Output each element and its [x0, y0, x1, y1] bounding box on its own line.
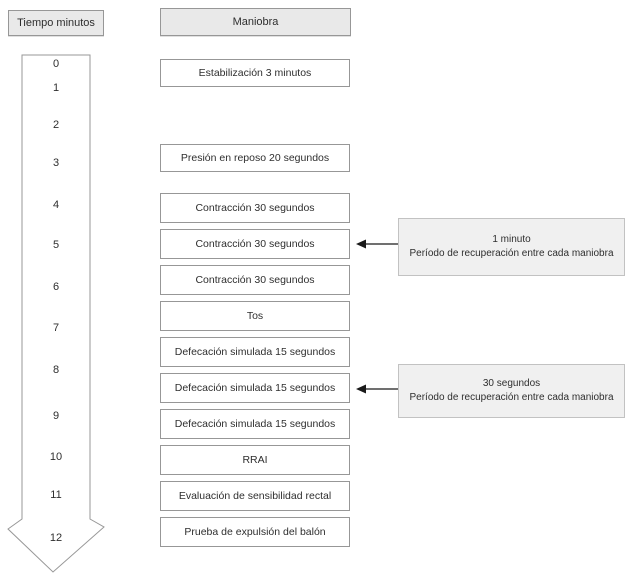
timeline-tick-7: 7 — [52, 322, 60, 334]
maneuver-box-sensibilidad: Evaluación de sensibilidad rectal — [160, 481, 350, 511]
time-column-header: Tiempo minutos — [8, 10, 104, 36]
maneuver-box-presion-reposo: Presión en reposo 20 segundos — [160, 144, 350, 172]
maneuver-box-contraccion-1: Contracción 30 segundos — [160, 193, 350, 223]
timeline-tick-2: 2 — [52, 119, 60, 131]
timeline-tick-8: 8 — [52, 364, 60, 376]
timeline-tick-12: 12 — [49, 532, 63, 544]
recovery-callout-1-minuto: 1 minuto Período de recuperación entre c… — [398, 218, 625, 276]
callout-description: Período de recuperación entre cada manio… — [409, 392, 614, 403]
recovery-callout-30-segundos: 30 segundos Período de recuperación entr… — [398, 364, 625, 418]
callout-duration: 1 minuto — [492, 234, 531, 245]
arrow-left-icon — [356, 239, 366, 249]
timeline-tick-9: 9 — [52, 410, 60, 422]
maneuver-box-contraccion-3: Contracción 30 segundos — [160, 265, 350, 295]
timeline-tick-11: 11 — [50, 489, 62, 501]
maneuver-box-defecacion-2: Defecación simulada 15 segundos — [160, 373, 350, 403]
maneuver-box-defecacion-1: Defecación simulada 15 segundos — [160, 337, 350, 367]
callout-duration: 30 segundos — [482, 378, 541, 389]
timeline-tick-3: 3 — [52, 157, 60, 169]
timeline-tick-0: 0 — [52, 58, 60, 70]
maneuver-box-estabilizacion: Estabilización 3 minutos — [160, 59, 350, 87]
timeline-tick-10: 10 — [49, 451, 63, 463]
maneuver-box-defecacion-3: Defecación simulada 15 segundos — [160, 409, 350, 439]
timeline-tick-5: 5 — [52, 239, 60, 251]
timeline-down-arrow-icon — [7, 54, 105, 573]
callout-connector-2 — [356, 384, 398, 394]
callout-connector-1 — [356, 239, 398, 249]
timeline-tick-1: 1 — [52, 82, 60, 94]
callout-description: Período de recuperación entre cada manio… — [409, 248, 614, 259]
maneuver-box-expulsion-balon: Prueba de expulsión del balón — [160, 517, 350, 547]
timeline-tick-4: 4 — [52, 199, 60, 211]
maneuver-box-contraccion-2: Contracción 30 segundos — [160, 229, 350, 259]
timeline-tick-6: 6 — [52, 281, 60, 293]
maneuver-box-rrai: RRAI — [160, 445, 350, 475]
arrow-left-icon — [356, 384, 366, 394]
maneuver-box-tos: Tos — [160, 301, 350, 331]
maneuver-column-header: Maniobra — [160, 8, 351, 36]
